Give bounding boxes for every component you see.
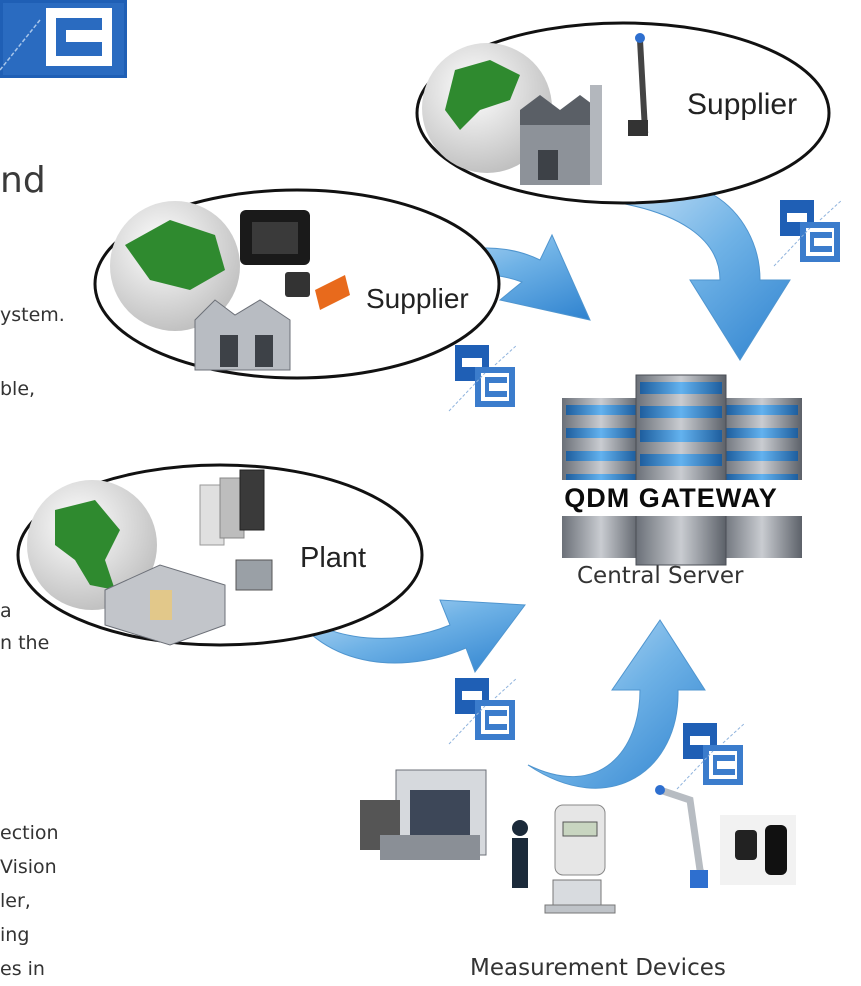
- measurement-device-icon: [360, 769, 487, 860]
- logo-dg-icon: [773, 199, 843, 267]
- server-name-label: QDM GATEWAY: [532, 480, 810, 516]
- factory-icon: [104, 564, 226, 646]
- body-text-fragment: ble,: [0, 378, 36, 400]
- server-icon: [562, 374, 802, 566]
- plant-node: [16, 463, 424, 647]
- supplier-mid-label: Supplier: [366, 283, 469, 314]
- measurement-device-icon: [544, 804, 616, 914]
- logo-dg-icon: [448, 344, 518, 412]
- measurement-device-icon: [720, 815, 796, 885]
- logo-dg-icon: [0, 0, 127, 78]
- body-text-fragment: ection: [0, 822, 59, 844]
- supplier-top-node: [415, 21, 831, 205]
- body-text-fragment: ing: [0, 924, 30, 946]
- page-heading-fragment: nd: [0, 160, 46, 201]
- server-caption: Central Server: [577, 563, 744, 589]
- body-text-fragment: Vision: [0, 856, 57, 878]
- logo-dg-icon: [676, 722, 746, 790]
- arrow-icon: [598, 181, 791, 361]
- measurement-device-icon: [655, 785, 709, 888]
- measurement-device-icon: [240, 210, 350, 310]
- factory-icon: [520, 85, 602, 185]
- devices-caption: Measurement Devices: [470, 955, 726, 981]
- supplier-mid-node: [93, 188, 501, 380]
- measurement-device-icon: [628, 33, 649, 136]
- measurement-device-icon: [512, 820, 528, 888]
- arrow-icon: [527, 619, 706, 789]
- logo-dg-icon: [448, 677, 518, 745]
- globe-icon: [422, 43, 552, 173]
- plant-label: Plant: [300, 542, 367, 574]
- supplier-top-label: Supplier: [687, 88, 798, 121]
- body-text-fragment: a: [0, 600, 12, 622]
- factory-icon: [194, 299, 291, 371]
- body-text-fragment: n the: [0, 632, 50, 654]
- globe-icon: [110, 201, 240, 331]
- globe-icon: [27, 480, 157, 610]
- body-text-fragment: ler,: [0, 890, 31, 912]
- body-text-fragment: ystem.: [0, 304, 65, 326]
- body-text-fragment: es in: [0, 958, 45, 980]
- measurement-device-icon: [199, 469, 273, 591]
